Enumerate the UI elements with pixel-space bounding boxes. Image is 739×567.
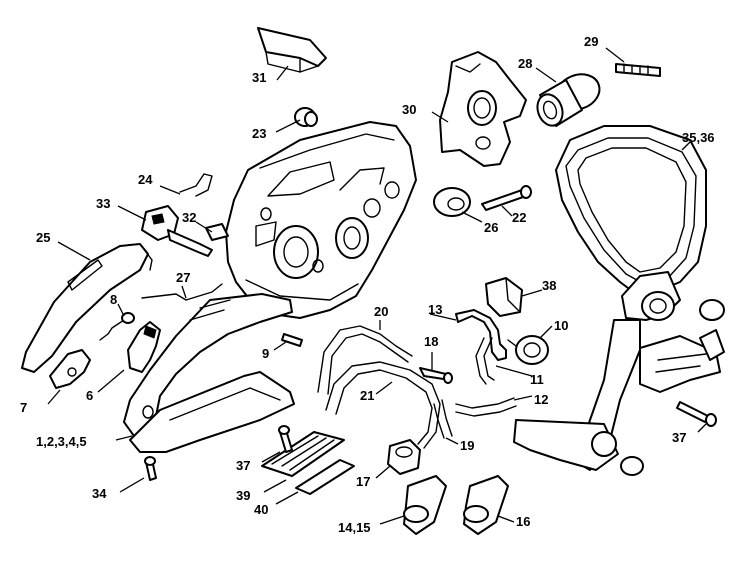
callout-29: 29 xyxy=(584,34,598,49)
part-19-hose xyxy=(433,399,453,439)
part-17-valve xyxy=(387,439,421,475)
callout-17: 17 xyxy=(356,474,370,489)
part-23-buffer xyxy=(294,107,318,127)
callout-37-left: 37 xyxy=(236,458,250,473)
callout-14-15: 14,15 xyxy=(338,520,371,535)
callout-40: 40 xyxy=(254,502,268,517)
callout-18: 18 xyxy=(424,334,438,349)
callout-13: 13 xyxy=(428,302,442,317)
part-37-screw-right xyxy=(676,401,717,427)
callout-34: 34 xyxy=(92,486,107,501)
part-14-bracket xyxy=(403,475,447,535)
callout-26: 26 xyxy=(484,220,498,235)
main-housing xyxy=(225,121,417,319)
part-6-trigger xyxy=(127,321,161,373)
callout-labels: 31 23 30 28 29 35,36 24 33 32 25 27 22 2… xyxy=(20,34,715,535)
part-10-primer xyxy=(507,335,549,365)
callout-28: 28 xyxy=(518,56,532,71)
callout-7: 7 xyxy=(20,400,27,415)
callout-1-5: 1,2,3,4,5 xyxy=(36,434,87,449)
callout-20: 20 xyxy=(374,304,388,319)
part-11-hose xyxy=(475,337,495,385)
callout-24: 24 xyxy=(138,172,153,187)
part-38-clip xyxy=(485,277,523,317)
part-12-hose xyxy=(455,397,517,417)
callout-38: 38 xyxy=(542,278,556,293)
part-31-cover-plate xyxy=(257,27,327,73)
callout-30: 30 xyxy=(402,102,416,117)
callout-9: 9 xyxy=(262,346,269,361)
callout-27: 27 xyxy=(176,270,190,285)
part-32-pin xyxy=(205,223,229,241)
part-30-bracket xyxy=(439,51,527,167)
callout-33: 33 xyxy=(96,196,110,211)
rear-handle-housing xyxy=(123,293,295,453)
leader-lines xyxy=(47,47,707,525)
callout-11: 11 xyxy=(530,372,544,387)
callout-22: 22 xyxy=(512,210,526,225)
part-27-rod xyxy=(141,283,223,301)
part-7-lockout xyxy=(49,349,91,389)
part-37-screw-left xyxy=(278,425,293,453)
callout-35-36: 35,36 xyxy=(682,130,715,145)
part-18-connector xyxy=(419,367,453,384)
part-21-hose xyxy=(325,361,441,449)
callout-37-right: 37 xyxy=(672,430,686,445)
part-8-spring xyxy=(99,312,135,341)
part-35-handlebar xyxy=(513,125,725,471)
part-16-bracket xyxy=(463,475,509,535)
part-4-stud xyxy=(620,456,644,476)
part-20-hose xyxy=(317,325,413,395)
callout-32: 32 xyxy=(182,210,196,225)
part-33-switch xyxy=(141,205,213,257)
part-25-side-cover xyxy=(21,243,153,373)
callout-39: 39 xyxy=(236,488,250,503)
callout-10: 10 xyxy=(554,318,568,333)
part-24-wire xyxy=(179,173,213,197)
callout-16: 16 xyxy=(516,514,530,529)
part-26-buffer xyxy=(433,187,471,217)
part-29-stud xyxy=(615,63,661,77)
part-22-screw xyxy=(481,185,532,211)
part-34-screw xyxy=(144,456,157,481)
callout-6: 6 xyxy=(86,388,93,403)
callout-25: 25 xyxy=(36,230,50,245)
part-28-intake-boot xyxy=(536,73,601,127)
part-13-hose xyxy=(455,309,507,361)
part-9-pin xyxy=(281,333,303,347)
callout-12: 12 xyxy=(534,392,548,407)
callout-31: 31 xyxy=(252,70,266,85)
callout-8: 8 xyxy=(110,292,117,307)
callout-23: 23 xyxy=(252,126,266,141)
callout-19: 19 xyxy=(460,438,474,453)
callout-21: 21 xyxy=(360,388,374,403)
part-40-pad xyxy=(295,459,355,495)
part-39-pad xyxy=(261,431,345,477)
